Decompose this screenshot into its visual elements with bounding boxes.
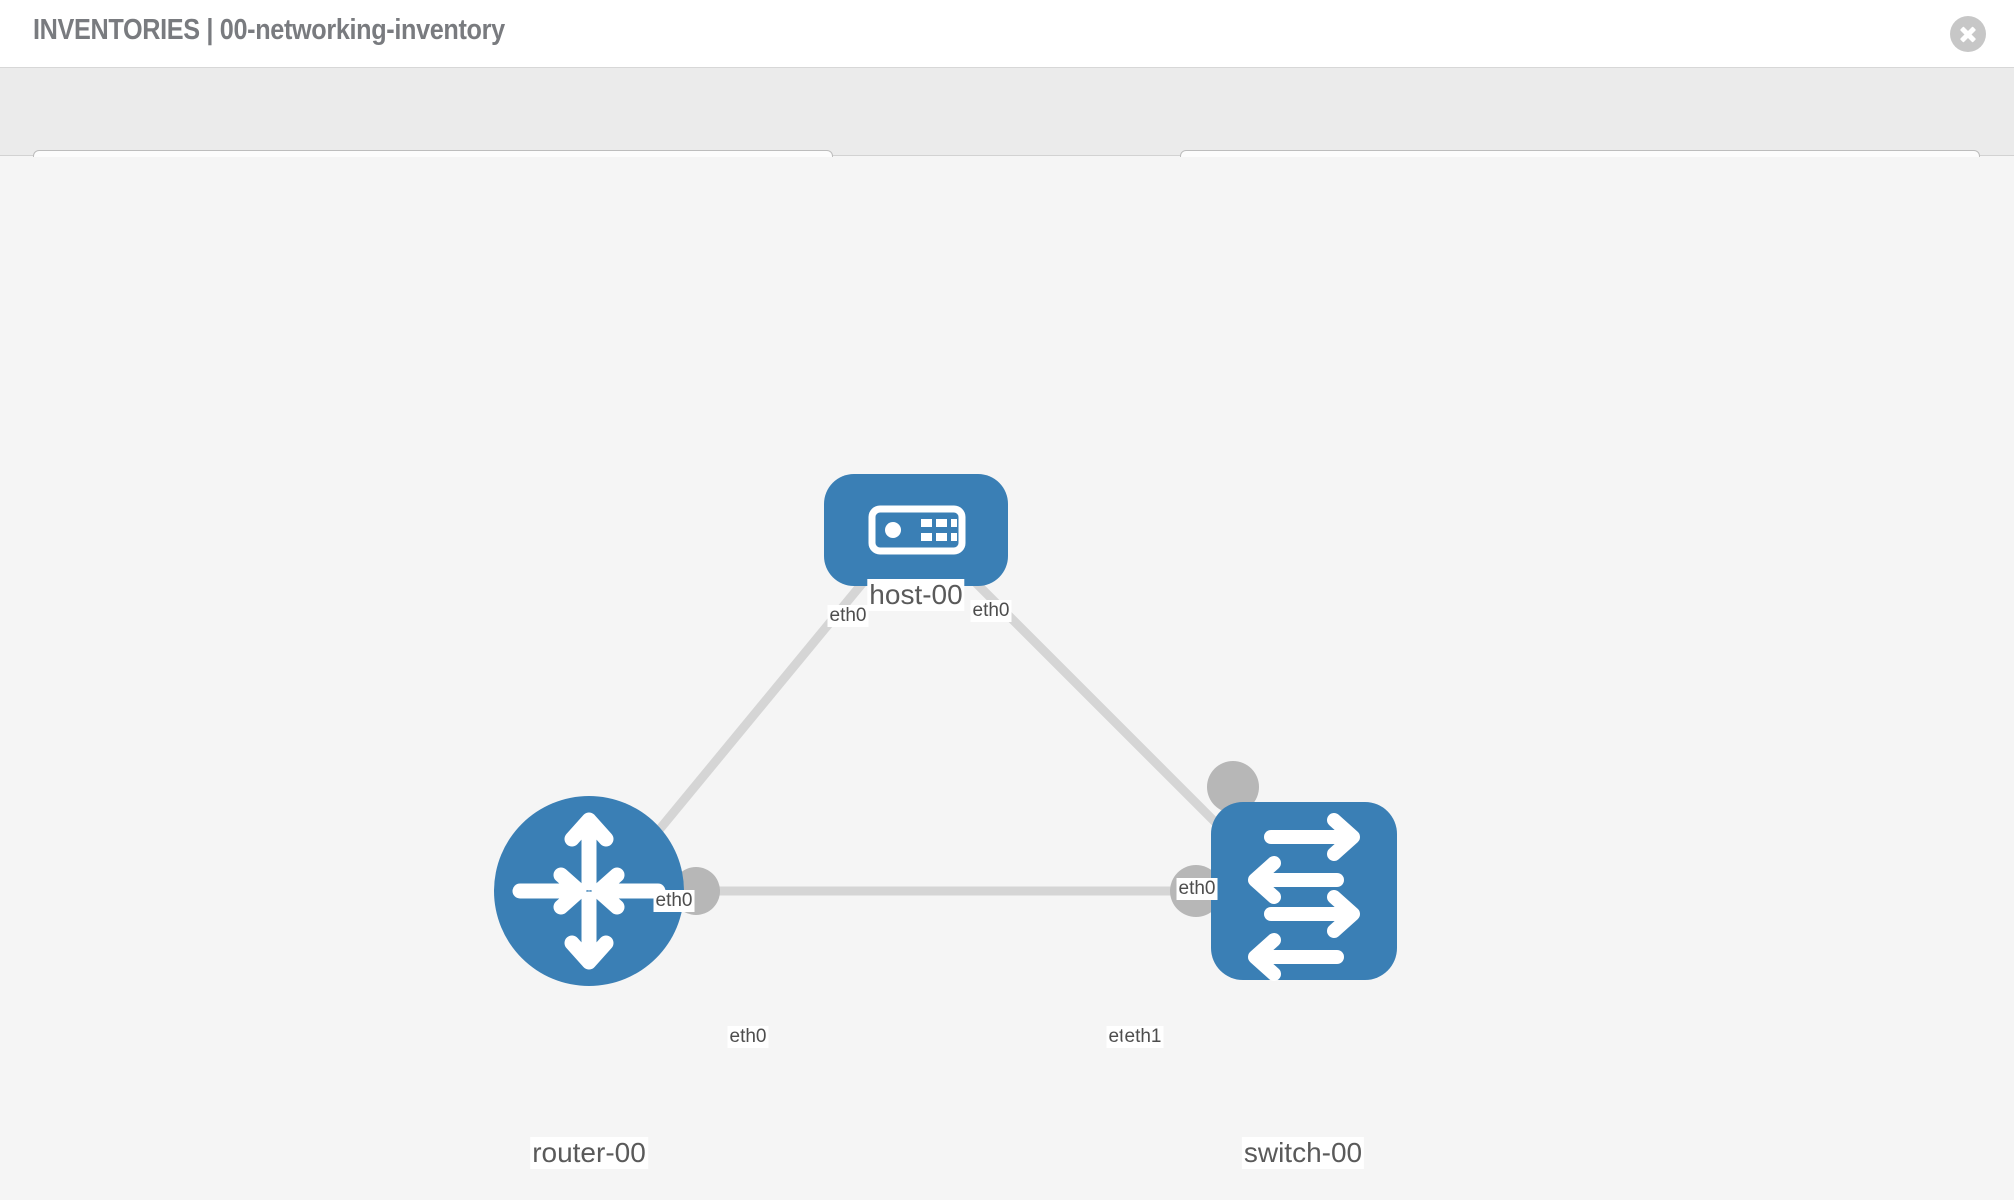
iface-label-host-right: eth0 — [970, 600, 1012, 622]
iface-label-host-left: eth0 — [827, 605, 869, 627]
topology-graph — [494, 474, 1397, 986]
page-header: INVENTORIES | 00-networking-inventory — [0, 0, 2014, 68]
close-icon[interactable] — [1950, 16, 1986, 52]
node-label-router-00: router-00 — [530, 1137, 648, 1169]
iface-label-switch-west: eth1 — [1122, 1026, 1164, 1048]
topology-node-switch-00 — [1211, 802, 1397, 981]
toolbar: ACTIONS SEARCH — [0, 68, 2014, 200]
node-label-host-00: host-00 — [867, 579, 965, 611]
switch-arrows-icon — [1248, 813, 1360, 981]
iface-label-switch-north: eth0 — [1176, 878, 1218, 900]
iface-label-router-east: eth0 — [727, 1026, 769, 1048]
page-title: INVENTORIES | 00-networking-inventory — [33, 14, 505, 46]
node-label-switch-00: switch-00 — [1241, 1137, 1365, 1169]
router-arrows-icon — [512, 812, 666, 970]
topology-canvas[interactable]: host-00 router-00 switch-00 eth0 eth0 et… — [0, 157, 2014, 1200]
topology-connectors — [672, 531, 1259, 917]
iface-label-router-north: eth0 — [653, 890, 695, 912]
link-router-host — [641, 554, 888, 850]
topology-node-host-00 — [824, 474, 1008, 586]
host-device-icon — [868, 505, 966, 555]
connector-switch-nw — [1207, 761, 1259, 813]
topology-node-router-00 — [494, 796, 684, 986]
